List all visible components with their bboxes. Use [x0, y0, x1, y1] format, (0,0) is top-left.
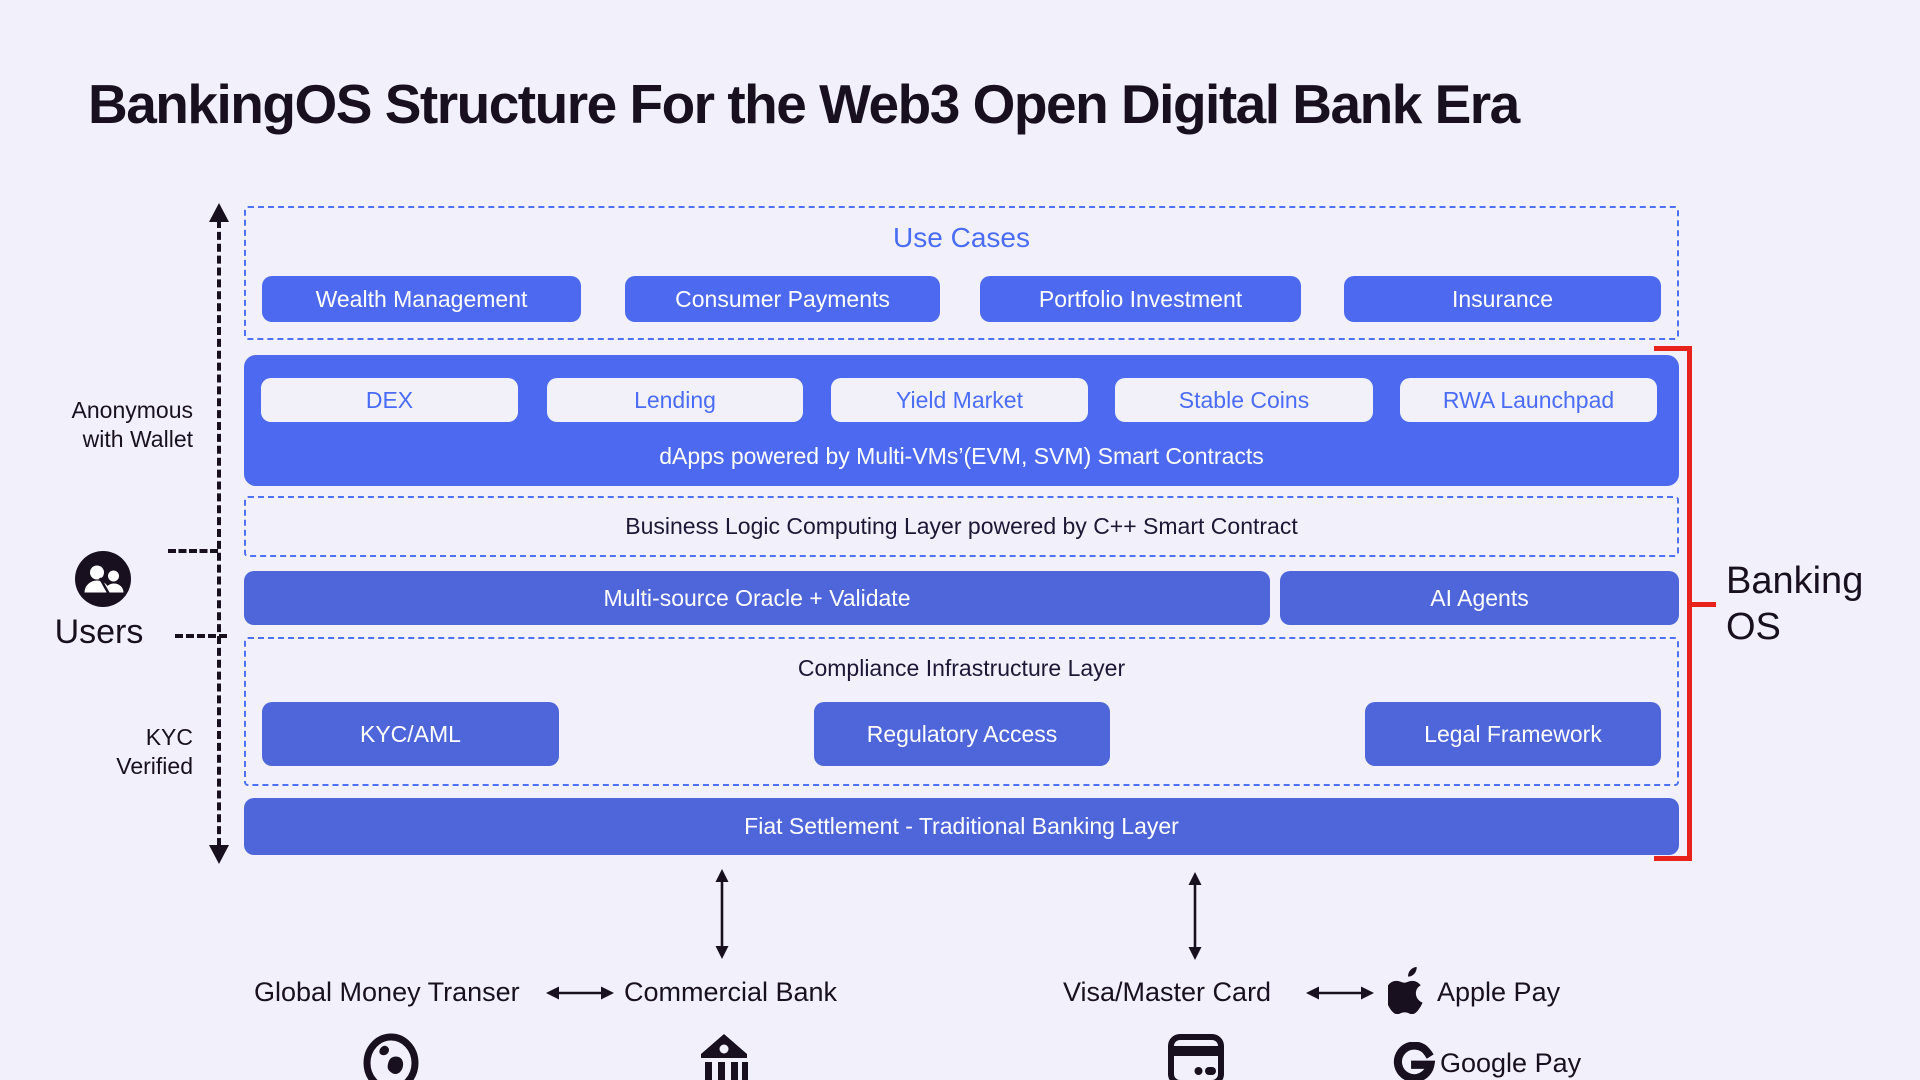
banking-os-label: Banking OS: [1726, 560, 1864, 648]
anonymous-with-wallet-label: Anonymous with Wallet: [71, 397, 193, 452]
button-portfolio-investment[interactable]: Portfolio Investment: [980, 276, 1301, 322]
button-consumer-payments[interactable]: Consumer Payments: [625, 276, 940, 322]
global-money-transfer-label: Global Money Transer: [254, 977, 520, 1007]
compliance-title: Compliance Infrastructure Layer: [797, 655, 1126, 681]
apple-logo-icon: [1388, 966, 1428, 1014]
button-insurance[interactable]: Insurance: [1344, 276, 1661, 322]
business-logic-label: Business Logic Computing Layer powered b…: [625, 513, 1298, 539]
fiat-card-arrow-icon: [1186, 872, 1204, 960]
visa-master-card-label: Visa/Master Card: [1063, 977, 1272, 1007]
bank-icon: [694, 1028, 754, 1080]
arrow-up-icon: [209, 203, 229, 222]
button-legal-framework[interactable]: Legal Framework: [1365, 702, 1661, 766]
kyc-verified-label: KYC Verified: [116, 724, 193, 779]
button-lending[interactable]: Lending: [547, 378, 803, 422]
page-title: BankingOS Structure For the Web3 Open Di…: [88, 73, 1520, 135]
button-kyc-aml[interactable]: KYC/AML: [262, 702, 559, 766]
left-right-arrow-icon: [546, 982, 614, 1004]
dapps-layer: DEX Lending Yield Market Stable Coins RW…: [244, 355, 1679, 486]
bankingos-bracket-tick-top: [1654, 346, 1692, 351]
users-icon: [74, 550, 132, 608]
users-span-dashed-line: [217, 220, 221, 846]
users-label: Users: [54, 613, 144, 651]
button-multi-source-oracle[interactable]: Multi-source Oracle + Validate: [244, 571, 1270, 625]
credit-card-icon: [1167, 1031, 1225, 1080]
business-logic-layer: Business Logic Computing Layer powered b…: [244, 496, 1679, 557]
dapps-caption: dApps powered by Multi-VMs’(EVM, SVM) Sm…: [659, 443, 1264, 469]
left-right-arrow-icon: [1306, 982, 1374, 1004]
apple-pay-label: Apple Pay: [1437, 977, 1561, 1007]
google-logo-icon: [1393, 1042, 1435, 1080]
compliance-layer: Compliance Infrastructure Layer KYC/AML …: [244, 637, 1679, 786]
users-connector-bottom: [175, 634, 227, 638]
button-ai-agents[interactable]: AI Agents: [1280, 571, 1679, 625]
use-cases-title: Use Cases: [893, 222, 1030, 253]
fiat-settlement-layer: Fiat Settlement - Traditional Banking La…: [244, 798, 1679, 855]
users-connector-top: [168, 549, 218, 553]
use-cases-layer: Use Cases Wealth Management Consumer Pay…: [244, 206, 1679, 340]
button-wealth-management[interactable]: Wealth Management: [262, 276, 581, 322]
arrow-down-icon: [209, 845, 229, 864]
button-regulatory-access[interactable]: Regulatory Access: [814, 702, 1110, 766]
globe-icon: [362, 1033, 420, 1080]
bankingos-bracket-line: [1687, 346, 1692, 861]
button-dex[interactable]: DEX: [261, 378, 518, 422]
google-pay-label: Google Pay: [1440, 1048, 1582, 1078]
button-stable-coins[interactable]: Stable Coins: [1115, 378, 1373, 422]
button-rwa-launchpad[interactable]: RWA Launchpad: [1400, 378, 1657, 422]
bankingos-bracket-tick-bottom: [1654, 856, 1692, 861]
fiat-bank-arrow-icon: [713, 869, 731, 959]
commercial-bank-label: Commercial Bank: [624, 977, 838, 1007]
bankingos-bracket-tick-mid: [1692, 602, 1716, 607]
button-yield-market[interactable]: Yield Market: [831, 378, 1088, 422]
